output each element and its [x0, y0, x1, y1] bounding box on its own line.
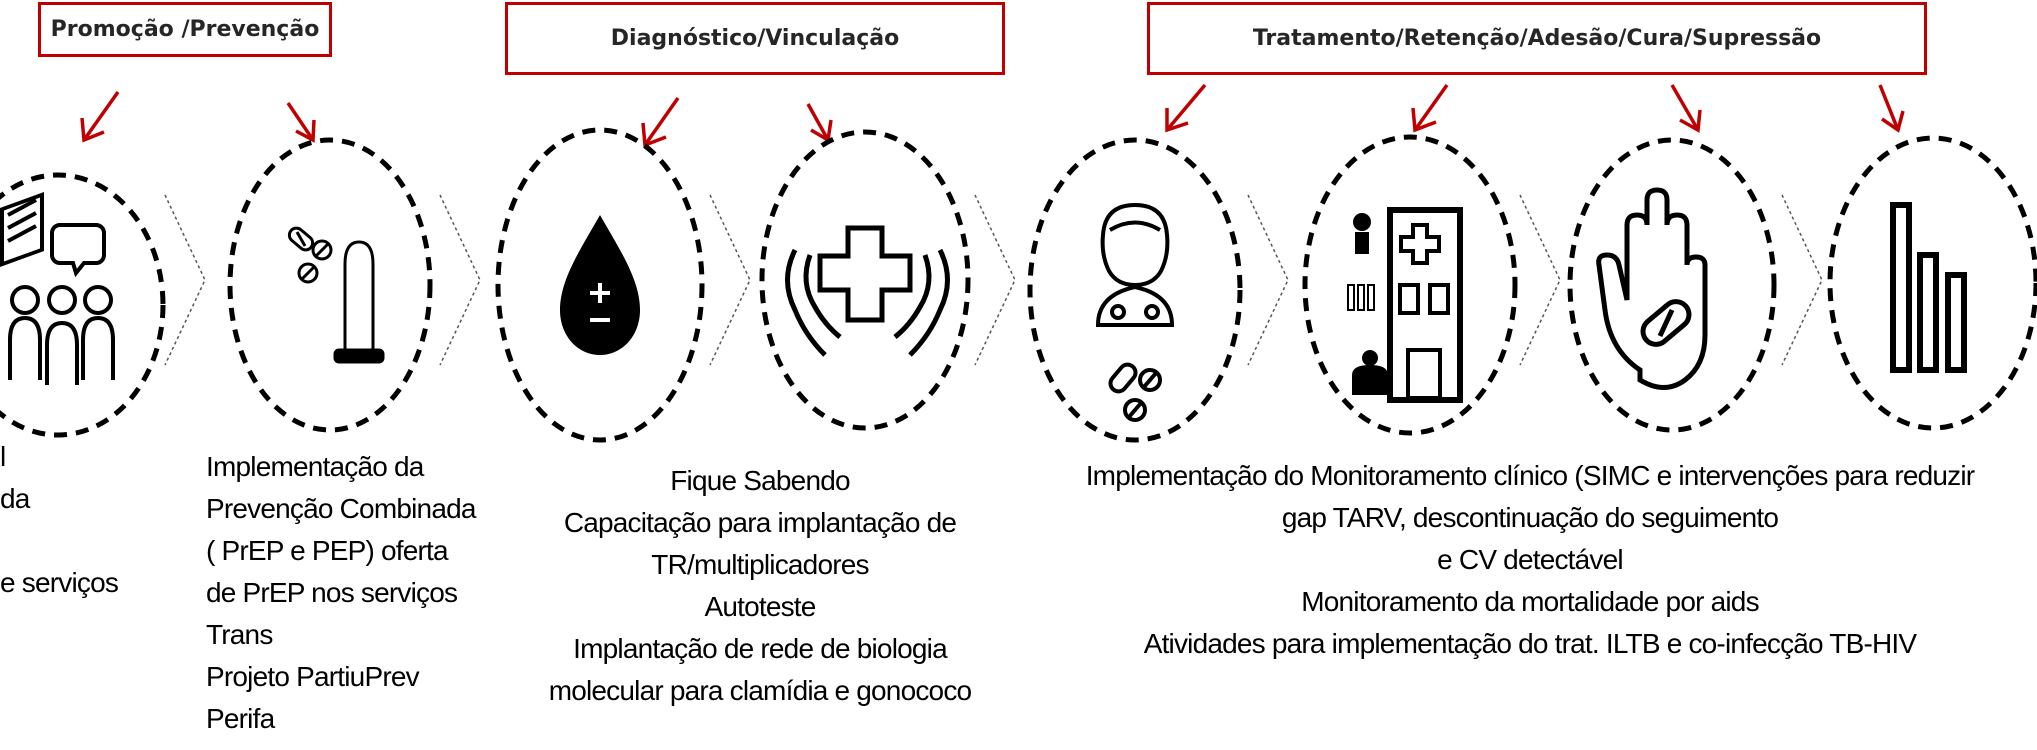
- pointer-arrow-7-icon: [1670, 84, 1702, 133]
- text-line: Monitoramento da mortalidade por aids: [1301, 586, 1759, 617]
- text-line: Capacitação para implantação de: [563, 507, 957, 538]
- doctor-pills-icon: [1095, 202, 1175, 422]
- bar-chart-icon: [1890, 202, 1967, 373]
- chevron-3-icon: [709, 194, 751, 366]
- text-line: da: [0, 483, 30, 514]
- pointer-arrow-8-icon: [1878, 84, 1905, 133]
- pointer-arrow-1-icon: [80, 90, 120, 143]
- stage-circle-8: [1827, 135, 2037, 431]
- text-column-3: Fique Sabendo Capacitação para implantaç…: [530, 460, 990, 712]
- blood-drop-test-icon: [560, 215, 640, 355]
- stage-circle-5: [1027, 137, 1243, 443]
- chevron-6-icon: [1519, 194, 1561, 366]
- text-line: Trans: [206, 619, 273, 650]
- text-line: gap TARV, descontinuação do seguimento: [1281, 502, 1779, 533]
- chevron-7-icon: [1781, 194, 1823, 366]
- stage-header-treatment: Tratamento/Retenção/Adesão/Cura/Supressã…: [1147, 2, 1927, 75]
- pointer-arrow-4-icon: [806, 103, 833, 143]
- stage-header-diagnosis: Diagnóstico/Vinculação: [505, 2, 1005, 75]
- text-line: Fique Sabendo: [670, 465, 850, 496]
- text-line: Perifa: [206, 703, 275, 734]
- stage-circle-1: [0, 172, 166, 438]
- pills-condom-icon: [287, 226, 385, 364]
- stage-circle-2: [227, 137, 433, 433]
- pointer-arrows: [80, 83, 1905, 148]
- chevron-2-icon: [439, 194, 481, 366]
- text-column-4: Implementação do Monitoramento clínico (…: [1040, 455, 2020, 665]
- stage-circle-3: [495, 127, 705, 443]
- chevron-4-icon: [974, 194, 1016, 366]
- text-line: TR/multiplicadores: [651, 549, 869, 580]
- pointer-arrow-2-icon: [286, 102, 316, 143]
- stage-circle-4: [759, 129, 971, 431]
- stage-header-prevention: Promoção /Prevenção: [38, 2, 332, 57]
- text-line: molecular para clamídia e gonococo: [548, 675, 972, 706]
- stage-circle-6: [1302, 134, 1518, 436]
- text-column-1: l da e serviços: [0, 436, 150, 604]
- text-line: Implantação de rede de biologia: [573, 633, 948, 664]
- chevron-5-icon: [1247, 194, 1289, 366]
- text-line: ( PrEP e PEP) oferta: [206, 535, 449, 566]
- text-line: Projeto PartiuPrev: [206, 661, 420, 692]
- text-line: l: [0, 441, 6, 472]
- text-line: Prevenção Combinada: [206, 493, 476, 524]
- text-line: de PrEP nos serviços: [206, 577, 458, 608]
- text-line: Atividades para implementação do trat. I…: [1143, 628, 1917, 659]
- text-line: Implementação da: [206, 451, 424, 482]
- text-line: Implementação do Monitoramento clínico (…: [1085, 460, 1975, 491]
- pointer-arrow-6-icon: [1411, 83, 1449, 133]
- pointer-arrow-3-icon: [641, 96, 680, 148]
- hand-pill-icon: [1596, 187, 1708, 390]
- text-line: e serviços: [0, 567, 119, 598]
- stage-circle-7: [1567, 137, 1777, 433]
- pointer-arrow-5-icon: [1165, 83, 1207, 133]
- chevron-1-icon: [164, 194, 206, 366]
- text-line: Autoteste: [704, 591, 816, 622]
- hands-cross-icon: [785, 225, 950, 357]
- text-column-2: Implementação da Prevenção Combinada ( P…: [206, 446, 506, 740]
- text-line: [0, 520, 150, 562]
- text-line: e CV detectável: [1437, 544, 1623, 575]
- community-group-icon: [0, 191, 115, 385]
- hospital-building-icon: [1347, 207, 1463, 403]
